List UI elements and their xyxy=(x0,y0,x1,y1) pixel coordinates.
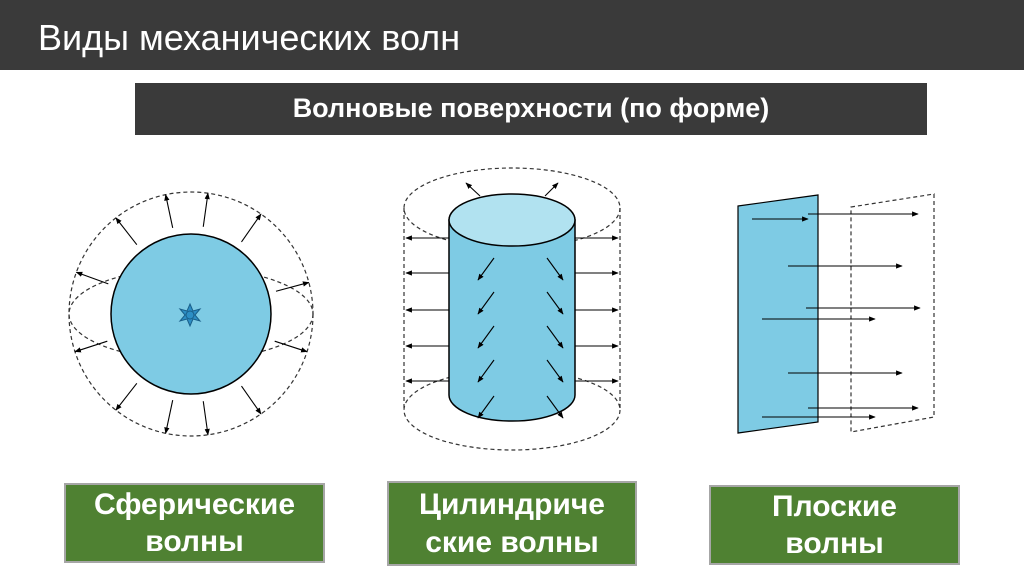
cylinder-top xyxy=(448,193,576,247)
label-spherical-waves: Сферические волны xyxy=(64,483,325,563)
arrow xyxy=(546,257,564,281)
back-plane xyxy=(850,193,935,433)
plane-wave-figure xyxy=(737,193,935,434)
arrow xyxy=(477,395,495,419)
plane-arrows xyxy=(752,211,921,420)
title-bar: Виды механических волн xyxy=(0,0,1024,70)
front-plane xyxy=(737,194,819,434)
arrow xyxy=(241,213,262,243)
cylinder-body xyxy=(448,219,576,422)
arrow xyxy=(275,281,310,292)
section-subtitle: Волновые поверхности (по форме) xyxy=(292,93,770,123)
arrow xyxy=(115,217,138,245)
label-cylindrical-waves: Цилиндриче ские волны xyxy=(387,481,637,566)
arrow xyxy=(241,385,262,415)
arrow xyxy=(75,271,109,285)
arrow xyxy=(546,291,564,315)
label-plane-text: Плоские волны xyxy=(772,489,897,561)
arrow xyxy=(477,359,495,383)
arrow xyxy=(164,194,174,229)
arrow xyxy=(202,401,210,436)
arrow xyxy=(546,395,564,419)
arrow xyxy=(546,325,564,349)
label-cylindrical-text: Цилиндриче ские волны xyxy=(419,488,605,559)
cylinder-arrows xyxy=(405,182,619,419)
label-plane-waves: Плоские волны xyxy=(709,485,960,565)
arrow xyxy=(164,399,174,434)
arrow xyxy=(477,257,495,281)
arrow xyxy=(74,340,108,353)
cylindrical-wave-figure xyxy=(403,167,621,451)
point-source-icon xyxy=(178,302,202,328)
subtitle-bar: Волновые поверхности (по форме) xyxy=(135,83,927,135)
arrow xyxy=(544,182,559,197)
spherical-wave-figure xyxy=(68,191,314,437)
radial-arrows xyxy=(74,192,310,436)
arrow xyxy=(477,291,495,315)
arrow xyxy=(202,192,210,227)
arrow xyxy=(274,340,308,353)
arrow xyxy=(546,359,564,383)
page-title: Виды механических волн xyxy=(38,17,461,58)
arrow xyxy=(465,182,481,197)
arrow xyxy=(115,383,138,411)
label-spherical-text: Сферические волны xyxy=(93,487,296,559)
arrow xyxy=(477,325,495,349)
